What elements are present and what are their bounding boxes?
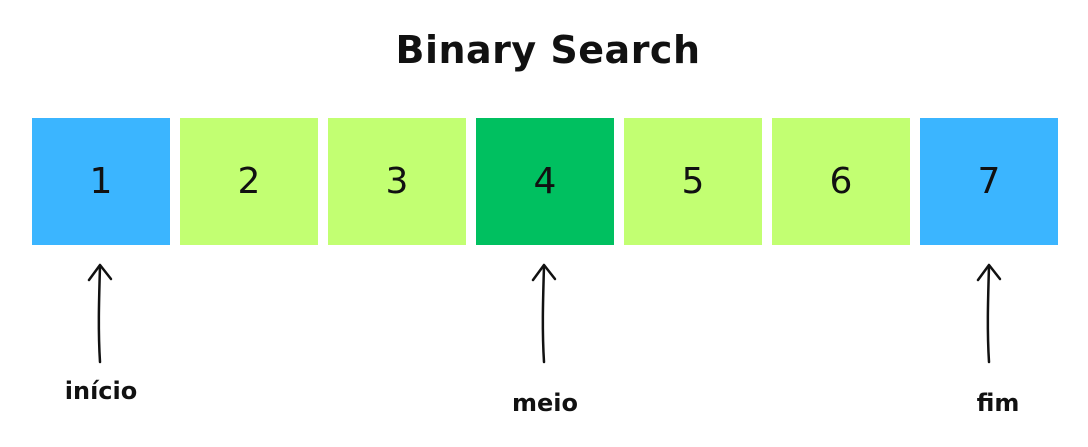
diagram-title: Binary Search	[395, 28, 701, 72]
array-cell-4: 4	[476, 118, 614, 245]
pointer-label-meio: meio	[512, 389, 578, 417]
pointer-label-fim: fim	[976, 389, 1020, 417]
fim-arrow-icon	[976, 263, 1002, 364]
array-cell-6: 6	[772, 118, 910, 245]
array-cell-7: 7	[920, 118, 1058, 245]
pointer-label-inicio: início	[64, 377, 138, 405]
array-cell-3: 3	[328, 118, 466, 245]
array-cell-5: 5	[624, 118, 762, 245]
array-cell-1: 1	[32, 118, 170, 245]
array-cell-2: 2	[180, 118, 318, 245]
meio-arrow-icon	[531, 263, 557, 364]
inicio-arrow-icon	[87, 263, 113, 364]
